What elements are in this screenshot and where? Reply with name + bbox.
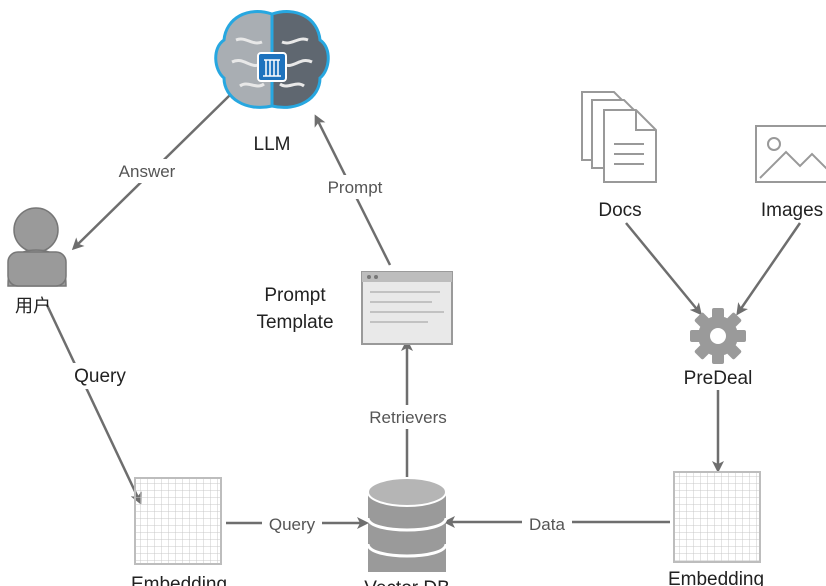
edge-label-query-user: Query: [74, 366, 126, 387]
node-label-prompt-template-2: Template: [256, 312, 333, 333]
edge-label-retrievers: Retrievers: [369, 408, 446, 427]
brain-chip-icon: [214, 10, 330, 109]
database-icon: [366, 477, 448, 572]
image-icon: [755, 125, 826, 183]
node-label-vector-db: Vector DB: [364, 578, 450, 586]
user-icon: [7, 207, 67, 287]
node-label-llm: LLM: [254, 134, 291, 155]
grid-embedding-icon-right: [673, 471, 761, 563]
gear-icon: [690, 308, 746, 364]
edge-label-data: Data: [529, 515, 565, 534]
edge-label-answer: Answer: [119, 162, 176, 181]
grid-embedding-icon-left: [134, 477, 222, 565]
edge-query-user: [45, 304, 142, 505]
template-window-icon: [361, 271, 453, 345]
node-label-embedding-right: Embedding: [668, 569, 764, 586]
documents-icon: [581, 91, 657, 183]
node-label-images: Images: [761, 200, 823, 221]
node-label-prompt-template-1: Prompt: [264, 285, 326, 306]
node-label-user: 用户: [15, 296, 51, 316]
edge-label-prompt: Prompt: [328, 178, 383, 197]
node-label-docs: Docs: [598, 200, 641, 221]
edge-label-query-db: Query: [269, 515, 316, 534]
node-label-predeal: PreDeal: [684, 368, 753, 389]
edge-images-predeal: [736, 222, 802, 316]
node-label-embedding-left: Embedding: [131, 574, 227, 586]
edge-docs-predeal: [625, 222, 702, 316]
